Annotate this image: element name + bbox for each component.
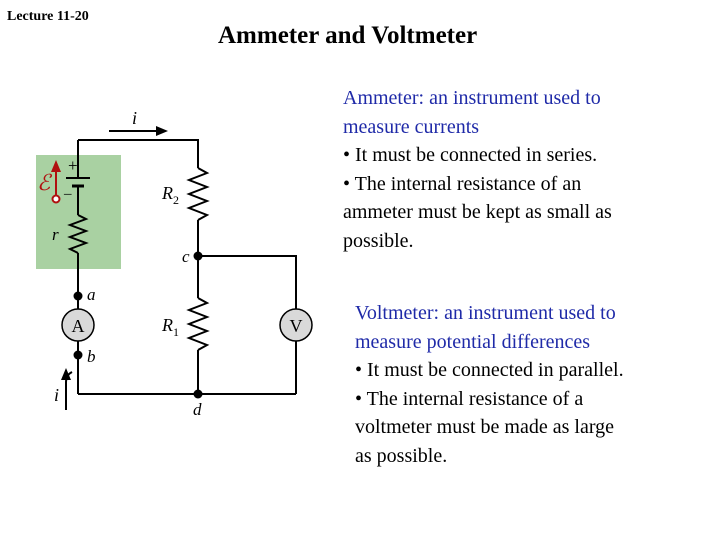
ammeter-description: Ammeter: an instrument used to measure c…	[343, 84, 612, 255]
voltmeter-line-2: measure potential differences	[355, 330, 591, 353]
ammeter-term: Ammeter	[343, 87, 419, 109]
ammeter-line-6: possible.	[343, 229, 414, 252]
current-label-top: i	[132, 108, 137, 128]
ammeter-line-2: measure currents	[343, 115, 480, 138]
ammeter-line-4: • The internal resistance of an	[343, 172, 582, 195]
emf-label: ℰ	[37, 170, 53, 195]
ammeter-line-3: • It must be connected in series.	[343, 144, 598, 166]
ammeter-line-5: ammeter must be kept as small as	[343, 201, 612, 223]
resistor-r1	[186, 297, 210, 351]
r1-label: R1	[161, 315, 179, 339]
resistor-internal-r	[67, 214, 89, 254]
page-title: Ammeter and Voltmeter	[218, 22, 478, 49]
node-d-dot	[193, 389, 203, 399]
ammeter-line-1: : an instrument used to	[418, 87, 601, 109]
node-c-label: c	[182, 247, 190, 266]
lecture-label: Lecture 11-20	[7, 9, 89, 24]
emf-arrow-tail	[51, 194, 61, 204]
plus-sign: +	[68, 156, 78, 175]
voltmeter-symbol	[279, 308, 313, 342]
ammeter-label: A	[72, 316, 85, 336]
node-d-label: d	[193, 400, 202, 419]
ammeter-symbol	[61, 308, 95, 342]
voltmeter-label: V	[290, 316, 303, 336]
voltmeter-line-3: • It must be connected in parallel.	[355, 359, 624, 381]
node-b-dot	[73, 350, 83, 360]
current-label-bottom: i	[54, 385, 59, 405]
node-a-dot	[73, 291, 83, 301]
node-c-dot	[193, 251, 203, 261]
current-arrow-top-head	[156, 126, 168, 136]
voltmeter-line-6: as possible.	[355, 444, 448, 467]
current-arrow-bottom-head	[61, 368, 71, 380]
node-a-label: a	[87, 285, 96, 304]
resistor-r2	[186, 167, 210, 221]
voltmeter-line-1: : an instrument used to	[433, 302, 616, 324]
internal-resistance-label: r	[52, 225, 59, 244]
voltmeter-description: Voltmeter: an instrument used to measure…	[355, 299, 624, 470]
minus-sign: –	[63, 186, 72, 202]
voltmeter-term: Voltmeter	[355, 302, 434, 324]
voltmeter-line-4: • The internal resistance of a	[355, 387, 584, 410]
wire-voltmeter-branch	[198, 255, 297, 394]
voltmeter-line-5: voltmeter must be made as large	[355, 416, 614, 438]
wire-top	[78, 139, 199, 168]
emf-arrow-head	[51, 160, 61, 172]
node-b-label: b	[87, 347, 96, 366]
r2-label: R2	[161, 183, 179, 207]
